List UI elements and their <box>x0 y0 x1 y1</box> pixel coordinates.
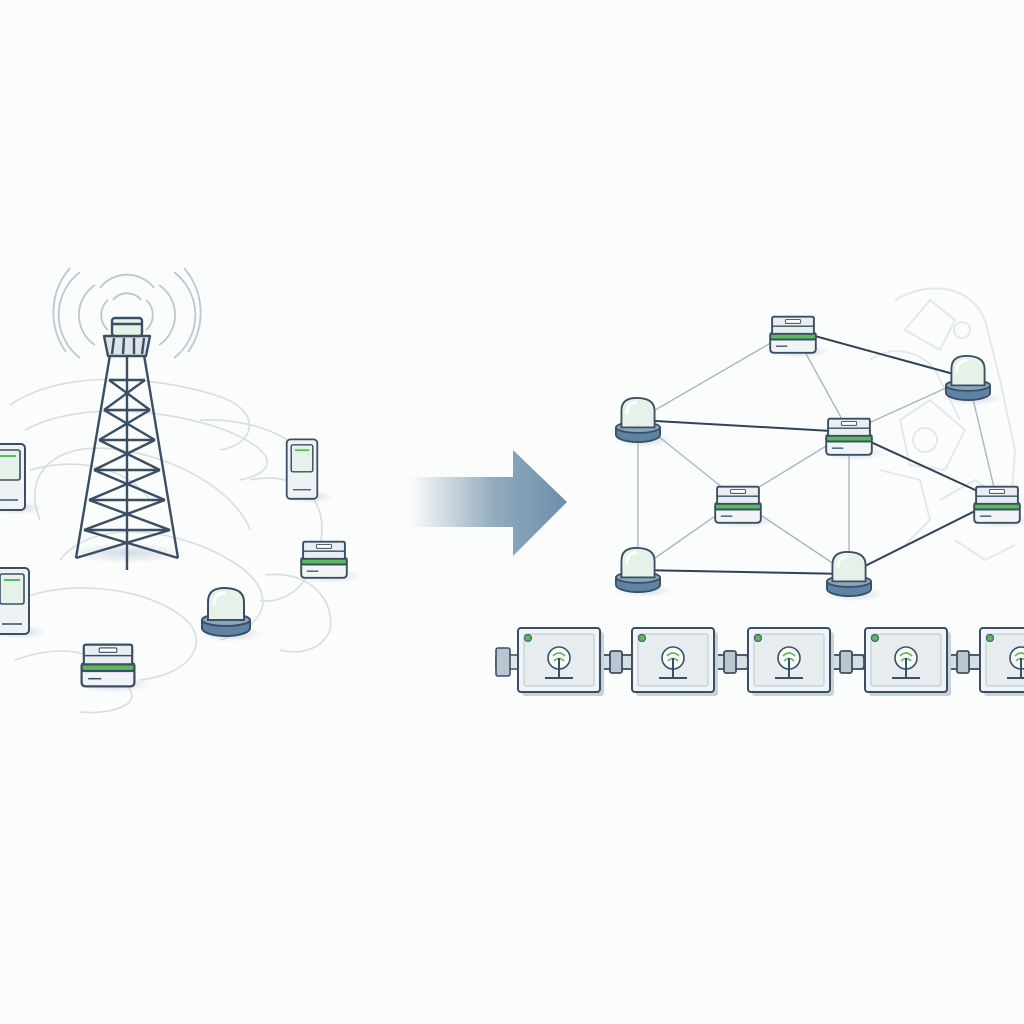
tree-icon <box>659 646 687 679</box>
chain-block <box>747 627 834 696</box>
dome-node-icon <box>944 354 1003 406</box>
mesh-links <box>637 329 998 575</box>
radio-tower-icon <box>67 316 187 570</box>
mesh-link <box>792 329 969 379</box>
decentralized-network-scene <box>495 287 1024 696</box>
chain-connector <box>711 650 749 674</box>
contour-sketch-lines <box>9 378 332 714</box>
mesh-link <box>637 419 850 433</box>
dome-node-icon <box>200 586 264 642</box>
chain-block <box>631 627 718 696</box>
mesh-link <box>848 499 998 575</box>
dome-node-icon <box>614 396 673 448</box>
stacked-server-icon <box>970 485 1024 529</box>
centralized-network-scene <box>0 267 362 714</box>
tree-icon <box>545 646 573 679</box>
block-chain <box>495 627 1024 696</box>
dome-node-icon <box>825 550 884 602</box>
chain-connector <box>597 650 635 674</box>
chain-block <box>517 627 604 696</box>
chain-block <box>979 627 1024 696</box>
dome-node-icon <box>614 546 673 598</box>
stacked-server-icon <box>297 540 362 584</box>
background-machine-sketch <box>869 287 1017 562</box>
stacked-server-icon <box>766 315 831 359</box>
signal-waves <box>52 267 202 359</box>
mesh-link <box>637 569 850 575</box>
chain-end-cap <box>495 647 511 677</box>
tree-icon <box>892 646 920 679</box>
tree-icon <box>1007 646 1024 679</box>
handheld-device-icon <box>0 443 44 515</box>
stacked-server-icon <box>77 643 152 693</box>
chain-block <box>864 627 951 696</box>
mesh-link <box>637 329 794 421</box>
right-arrow-icon <box>410 450 567 556</box>
handheld-device-icon <box>284 438 335 504</box>
stacked-server-icon <box>711 485 776 529</box>
mesh-nodes <box>614 315 1024 602</box>
mesh-link <box>848 431 998 501</box>
tree-icon <box>775 646 803 679</box>
handheld-device-icon <box>0 567 48 639</box>
stacked-server-icon <box>822 417 887 461</box>
